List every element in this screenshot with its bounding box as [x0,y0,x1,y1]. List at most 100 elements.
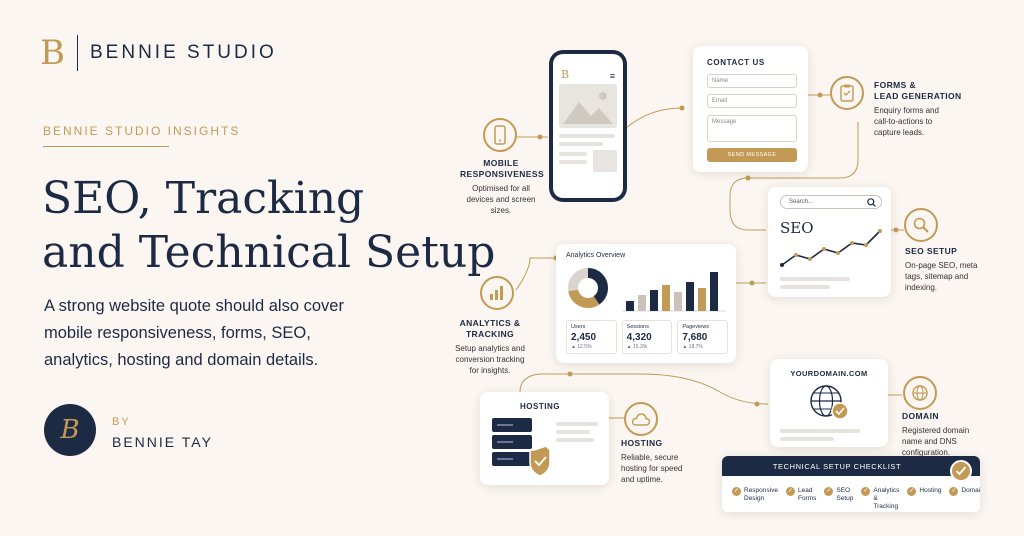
seo-card: Search... SEO [768,187,891,297]
headline: SEO, Tracking and Technical Setup [42,172,495,280]
email-field[interactable]: Email [707,94,797,108]
check-circle-icon: ✓ [785,487,795,496]
brand-divider [77,35,78,71]
analytics-desc-2: conversion tracking [455,354,525,364]
checklist-item-line-2: Forms [797,495,817,503]
cloud-icon [632,412,650,426]
subtitle-line-3: analytics, hosting and domain details. [44,351,319,369]
bar-chart-icon [490,286,503,300]
donut-chart [568,268,608,308]
stat-value: 4,320 [626,332,652,343]
checklist-item-line-2: Design [744,495,765,503]
forms-title-2: LEAD GENERATION [874,91,962,102]
domain-desc: Registered domain name and DNS configura… [902,426,1012,458]
checklist-item-line-2: Setup [836,495,854,503]
domain-title: DOMAIN [902,411,939,421]
search-icon[interactable] [867,198,876,207]
seo-feature-icon [904,208,938,242]
subtitle-line-2: mobile responsiveness, forms, SEO, [44,324,311,342]
checklist-item-line-1: Responsive [744,487,778,494]
checklist-item-line-2: & Tracking [873,495,899,511]
hosting-desc-1: Reliable, secure [621,453,679,463]
mobile-title-2: RESPONSIVENESS [460,169,545,180]
seo-title: SEO SETUP [905,246,958,256]
send-message-button[interactable]: SEND MESSAGE [707,148,797,162]
check-circle-icon: ✓ [732,487,741,496]
domain-card-title: YOURDOMAIN.COM [790,369,868,378]
globe-small-icon [912,385,928,401]
domain-desc-2: name and DNS [902,436,957,446]
phone-logo: B [561,68,570,81]
domain-feature-icon [903,376,937,410]
check-circle-icon: ✓ [824,487,834,496]
author-name: BENNIE TAY [112,434,213,450]
author-by: BY [112,416,131,428]
forms-desc-3: capture leads. [874,127,925,137]
checklist-item-line-1: Analytics [873,487,900,494]
checklist-item: ✓Domain [949,487,980,511]
clipboard-icon [840,84,854,102]
stat-change: ▲ 12.5% [571,344,592,350]
brand-name: BENNIE STUDIO [90,42,277,63]
hosting-desc-3: and uptime. [621,474,663,484]
hosting-desc-2: hosting for speed [621,463,683,473]
seo-label: SEO [780,219,814,237]
checklist-header: TECHNICAL SETUP CHECKLIST [722,456,980,476]
mobile-title-1: MOBILE [483,158,519,168]
domain-desc-1: Registered domain [902,426,970,436]
contact-card: CONTACT US Name Email Message SEND MESSA… [693,46,808,172]
mobile-desc: Optimised for all devices and screen siz… [460,184,542,216]
hosting-feature-text: HOSTING Reliable, secure hosting for spe… [621,438,721,485]
brand-logo[interactable]: B BENNIE STUDIO [40,35,277,71]
eyebrow-label: BENNIE STUDIO INSIGHTS [43,124,241,138]
domain-feature-text: DOMAIN Registered domain name and DNS co… [902,411,1012,458]
phone-thumb [593,150,617,172]
checklist-item-label: Domain [961,487,980,495]
mobile-desc-2: devices and screen [466,194,536,204]
check-circle-icon: ✓ [949,487,959,496]
seo-search-input[interactable]: Search... [780,195,882,209]
phone-mockup: B ≡ [549,50,627,202]
checklist-item-label: Analytics& Tracking [873,487,899,511]
analytics-title: Analytics Overview [566,252,626,259]
forms-title-1: FORMS & [874,80,916,90]
stat-change: ▲ 18.7% [682,344,703,350]
stat-change: ▲ 15.3% [626,344,648,350]
subtitle-line-1: A strong website quote should also cover [44,297,344,315]
check-circle-icon: ✓ [907,487,917,496]
hamburger-icon: ≡ [609,71,615,81]
stat-label: Users [571,324,586,330]
checklist-item-line-1: SEO [836,487,851,494]
mobile-desc-3: sizes. [490,205,512,215]
forms-desc-2: call-to-actions to [874,116,933,126]
analytics-feature-icon [480,276,514,310]
name-field[interactable]: Name [707,74,797,88]
contact-title: CONTACT US [707,58,765,67]
check-circle-icon: ✓ [861,487,871,496]
author-avatar-letter: B [60,415,80,445]
checklist-item-line-1: Domain [961,487,980,494]
forms-feature-text: FORMS & LEAD GENERATION Enquiry forms an… [874,80,984,138]
analytics-title-1: ANALYTICS & [459,318,521,328]
message-field[interactable]: Message [707,115,797,142]
headline-line-2: and Technical Setup [42,227,496,278]
analytics-desc-1: Setup analytics and [455,344,525,354]
eyebrow-underline [43,146,169,147]
subtitle: A strong website quote should also cover… [44,293,344,374]
analytics-bar-chart [622,272,726,312]
checklist-title: TECHNICAL SETUP CHECKLIST [772,462,902,471]
seo-feature-text: SEO SETUP On-page SEO, meta tags, sitema… [905,246,1005,293]
checklist-item-label: Hosting [919,487,941,495]
checklist-badge [950,460,972,482]
hosting-feature-icon [624,402,658,436]
analytics-desc: Setup analytics and conversion tracking … [440,344,540,376]
seo-desc: On-page SEO, meta tags, sitemap and inde… [905,261,1005,293]
